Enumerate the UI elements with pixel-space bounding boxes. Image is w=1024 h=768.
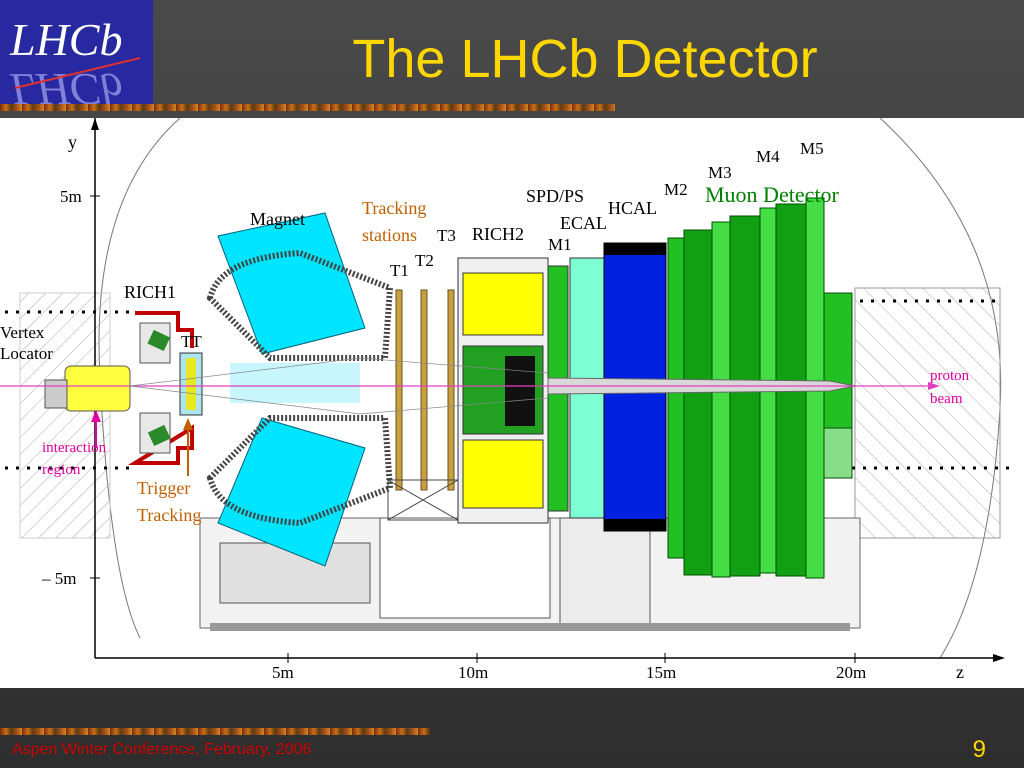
t2-label: T2	[415, 251, 434, 270]
t3-label: T3	[437, 226, 456, 245]
rich1-label: RICH1	[124, 282, 176, 302]
vertex-locator	[44, 365, 131, 412]
z-axis-label: z	[956, 662, 964, 682]
m4-label: M4	[756, 147, 780, 166]
lhcb-logo: LHCb LHCb	[0, 0, 153, 115]
t1-label: T1	[390, 261, 409, 280]
spd-ps-label: SPD/PS	[526, 186, 584, 206]
bottom-stripe	[0, 728, 430, 735]
m1-label: M1	[548, 235, 572, 254]
hcal-label: HCAL	[608, 198, 657, 218]
interaction-region-label-2: region	[42, 462, 81, 478]
y-tick-neg5m: – 5m	[41, 569, 76, 588]
rich1	[127, 311, 194, 465]
z-tick-20m: 20m	[836, 663, 866, 682]
logo-text: LHCb	[9, 14, 122, 65]
m3-label: M3	[708, 163, 732, 182]
slide-title: The LHCb Detector	[352, 29, 818, 89]
rich2-label: RICH2	[472, 224, 524, 244]
y-tick-5m: 5m	[60, 187, 82, 206]
proton-beam-label-1: proton	[930, 368, 970, 384]
slide-number: 9	[972, 736, 986, 763]
tt-label: TT	[181, 332, 202, 351]
tracking-stations	[387, 289, 459, 521]
footer-text: Aspen Winter Conference, February, 2006	[12, 741, 312, 758]
z-tick-5m: 5m	[272, 663, 294, 682]
rich2	[457, 257, 549, 524]
m5-label: M5	[800, 139, 824, 158]
tracking-stations-label-2: stations	[362, 225, 417, 245]
detector-diagram: y z 5m – 5m 5m 10m 15m 20m Magnet RICH1 …	[0, 117, 1024, 688]
m2-label: M2	[664, 180, 688, 199]
muon-stations	[667, 197, 853, 579]
ecal-label: ECAL	[560, 213, 607, 233]
interaction-region-label-1: interaction	[42, 440, 107, 456]
z-tick-15m: 15m	[646, 663, 676, 682]
trigger-tracking-label-1: Trigger	[137, 478, 190, 498]
magnet	[206, 212, 394, 567]
trigger-tracking-label-2: Tracking	[137, 505, 201, 525]
vertex-locator-label-2: Locator	[0, 344, 53, 363]
y-axis-label: y	[68, 132, 77, 152]
proton-beam-label-2: beam	[930, 391, 963, 407]
magnet-label: Magnet	[250, 209, 305, 229]
top-stripe	[0, 104, 615, 111]
muon-detector-label: Muon Detector	[705, 182, 839, 207]
z-tick-10m: 10m	[458, 663, 488, 682]
tracking-stations-label-1: Tracking	[362, 198, 426, 218]
vertex-locator-label-1: Vertex	[0, 323, 45, 342]
